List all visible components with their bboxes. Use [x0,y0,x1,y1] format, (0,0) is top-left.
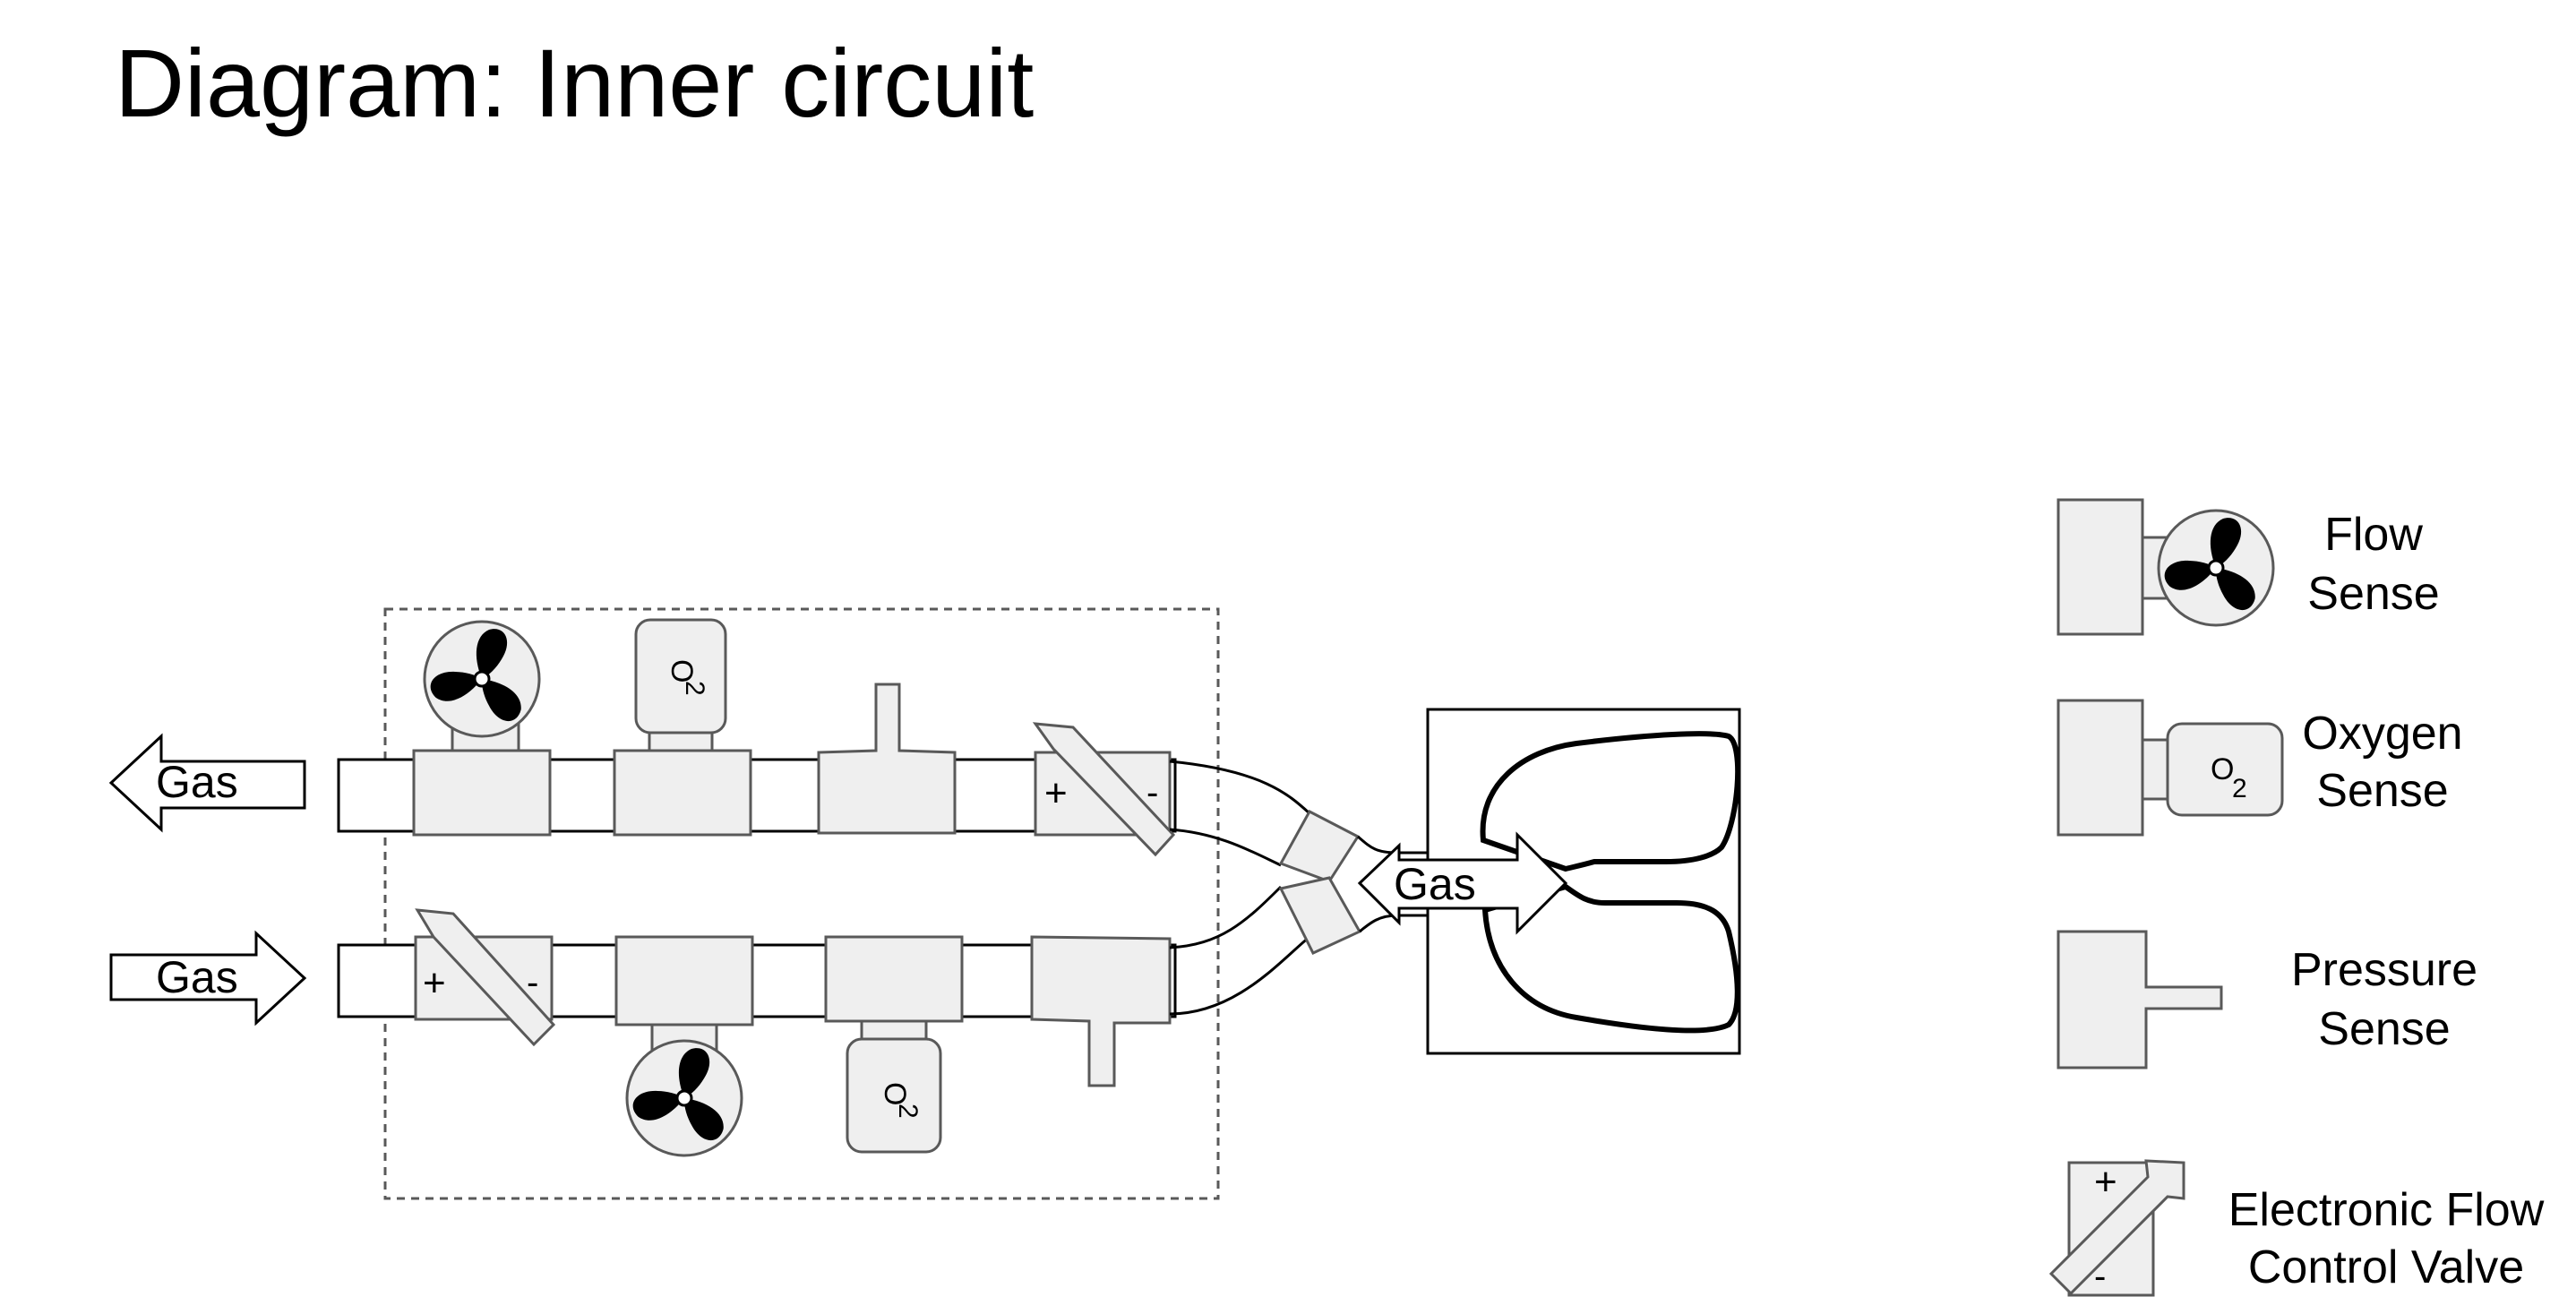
top-flow-sensor [412,620,552,837]
legend-valve-plus: + [2094,1160,2117,1204]
inner-circuit-boundary [383,607,1220,1200]
legend-pressure-sense: Pressure Sense [2057,930,2477,1069]
gas-in-arrow: Gas [109,930,307,1026]
legend-oxygen-line1: Oxygen [2302,708,2462,760]
legend-oxygen-line2: Sense [2316,765,2448,817]
gas-patient-label: Gas [1394,859,1476,909]
legend-flow-control-valve: + - Electronic Flow Control Valve [2048,1159,2545,1297]
top-valve-minus: - [1146,773,1158,812]
bottom-o2-icon: O 2 [878,1082,923,1119]
svg-text:O: O [878,1082,912,1105]
legend: Flow Sense O 2 Oxygen Sense Pressure Sen… [2048,498,2545,1297]
legend-oxygen-sense: O 2 Oxygen Sense [2057,699,2463,837]
legend-flow-line2: Sense [2307,568,2439,620]
legend-pressure-line2: Sense [2318,1003,2450,1055]
bottom-flow-control-valve: + - [414,908,556,1047]
top-o2-icon: O 2 [665,659,709,696]
top-valve-plus: + [1044,771,1068,815]
gas-out-arrow: Gas [108,733,306,833]
legend-valve-line1: Electronic Flow [2228,1184,2545,1236]
bottom-pressure-sensor [1030,935,1172,1087]
gas-out-label: Gas [156,757,238,807]
bottom-flow-fan-icon [625,1039,743,1157]
lung-lower [1481,883,1740,1034]
y-coupler-bottom [1278,876,1362,955]
bottom-flow-sensor [614,935,754,1157]
legend-pressure-line1: Pressure [2291,944,2477,996]
y-coupler-top [1278,809,1361,883]
top-flow-control-valve: + - [1032,722,1176,857]
top-flow-fan-icon [423,620,541,738]
svg-text:2: 2 [680,681,709,696]
legend-valve-line2: Control Valve [2248,1241,2524,1293]
legend-valve-minus: - [2094,1257,2106,1296]
y-connector [1169,760,1311,1016]
lung-upper [1480,731,1741,872]
svg-text:O: O [2211,752,2234,786]
svg-text:2: 2 [2232,774,2247,803]
bottom-oxygen-sensor: O 2 [824,935,964,1154]
legend-fan-icon [2157,509,2275,627]
bottom-valve-minus: - [527,963,538,1002]
bottom-valve-plus: + [423,961,446,1005]
legend-o2-icon: O 2 [2211,752,2247,803]
legend-flow-sense: Flow Sense [2057,498,2440,636]
gas-patient-arrow: Gas [1357,831,1568,935]
top-pressure-sensor [817,683,957,835]
gas-in-label: Gas [156,952,238,1002]
svg-text:O: O [665,659,699,683]
page-title: Diagram: Inner circuit [115,29,1035,137]
top-oxygen-sensor: O 2 [613,618,752,837]
svg-text:2: 2 [893,1104,923,1119]
legend-flow-line1: Flow [2324,509,2423,561]
